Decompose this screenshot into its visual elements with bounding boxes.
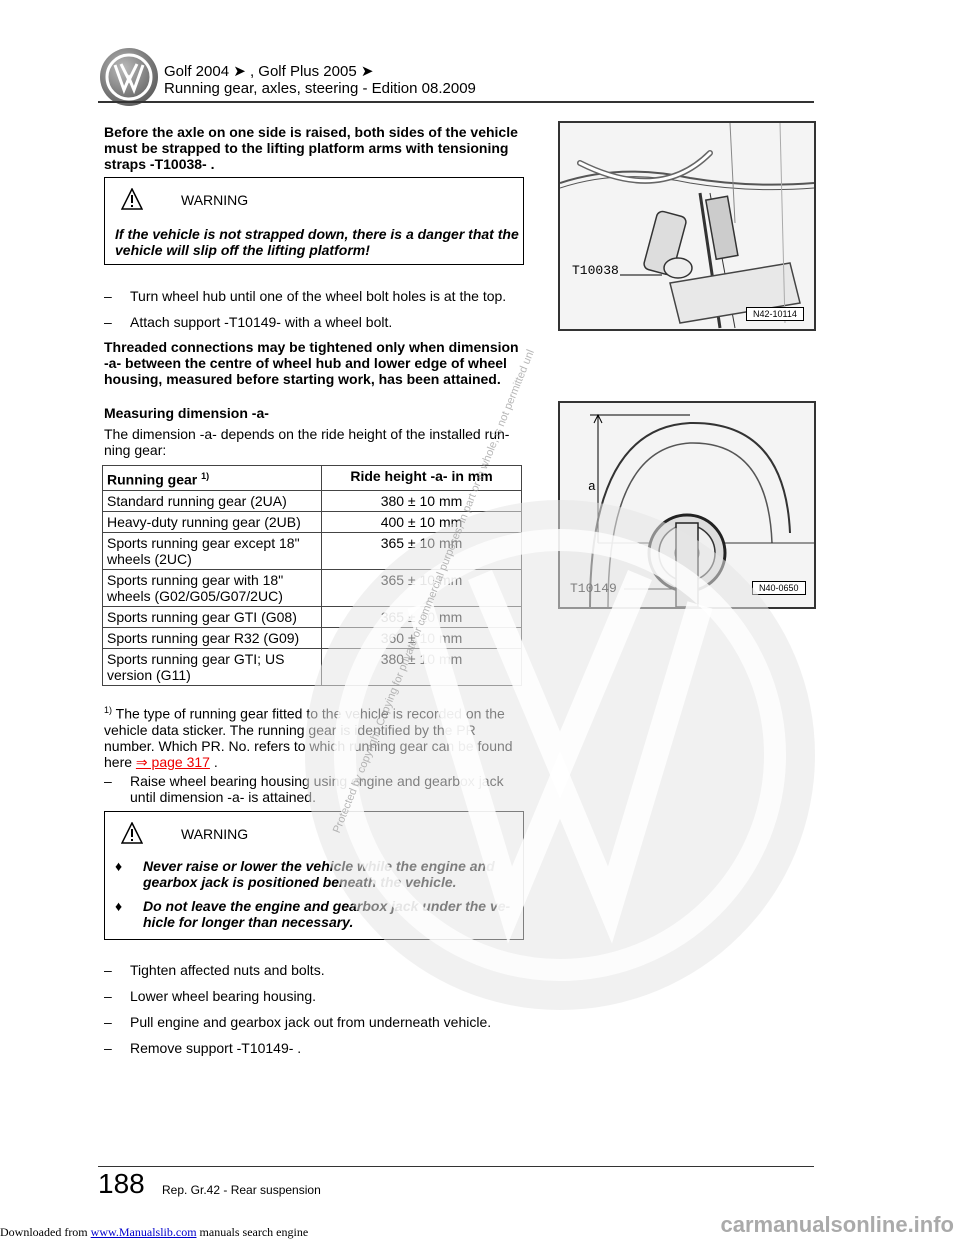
warning-box-1: WARNING If the vehicle is not strapped d… [104,177,524,265]
wheel-housing-illustration [560,403,814,608]
gear-cell: Sports running gear R32 (G09) [102,626,322,649]
step-pull-jack: –Pull engine and gearbox jack out from u… [104,1014,492,1030]
height-cell: 365 ± 10 mm [321,531,522,570]
height-cell: 400 ± 10 mm [321,510,522,533]
warning-box-2: WARNING ♦ Never raise or lower the vehic… [104,811,524,940]
warning-triangle-icon [121,822,143,844]
footer-divider [98,1166,814,1167]
diamond-bullet-icon: ♦ [115,898,123,914]
step-raise-housing: –Raise wheel bearing housing using engin… [104,773,504,805]
diamond-bullet-icon: ♦ [115,858,123,874]
page-number: 188 [98,1168,145,1199]
vw-logo [100,48,158,106]
table-row: Sports running gear R32 (G09)360 ± 10 mm [102,626,522,649]
table-row: Sports running gear GTI; US version (G11… [102,647,522,686]
gear-cell: Sports running gear GTI (G08) [102,605,322,628]
manualslib-link[interactable]: www.Manualslib.com [90,1225,197,1239]
warning-text: If the vehicle is not strapped down, the… [115,226,519,258]
warning-item: ♦ Do not leave the engine and gearbox ja… [115,898,511,930]
figure-id: N42-10114 [746,307,804,321]
download-note: Downloaded from www.Manualslib.com manua… [0,1225,309,1239]
figure-tensioning-strap: T10038 N42-10114 [558,121,816,331]
gear-cell: Standard running gear (2UA) [102,489,322,512]
footer-section: Rep. Gr.42 - Rear suspension [162,1183,321,1197]
gear-cell: Sports running gear GTI; US version (G11… [102,647,322,686]
figure-measuring-dimension: a T10149 N40-0650 [558,401,816,609]
header-divider [98,101,814,103]
table-row: Sports running gear with 18" wheels (G02… [102,568,522,607]
height-cell: 380 ± 10 mm [321,489,522,512]
measuring-heading: Measuring dimension -a- [104,405,269,421]
header-edition: Running gear, axles, steering - Edition … [164,80,476,97]
footnote-marker: 1) [104,705,113,715]
gear-cell: Heavy-duty running gear (2UB) [102,510,322,533]
site-watermark: carmanualsonline.info [720,1212,955,1237]
gear-cell: Sports running gear except 18" wheels (2… [102,531,322,570]
warning-item: ♦ Never raise or lower the vehicle while… [115,858,495,890]
col-ride-height: Ride height -a- in mm [321,465,522,491]
page-317-link[interactable]: ⇒ page 317 [135,753,210,770]
tool-label-t10038: T10038 [572,263,619,278]
footnote-ref: 1) [201,471,210,481]
threaded-note: Threaded connections may be tightened on… [104,339,519,387]
gear-cell: Sports running gear with 18" wheels (G02… [102,568,322,607]
strap-illustration [559,122,815,329]
warning-triangle-icon [121,188,143,210]
intro-text: Before the axle on one side is raised, b… [104,124,518,172]
table-row: Sports running gear GTI (G08)365 ± 10 mm [102,605,522,628]
step-remove-support: –Remove support -T10149- . [104,1040,302,1056]
step-lower: –Lower wheel bearing housing. [104,988,317,1004]
warning-title: WARNING [181,192,249,208]
height-cell: 380 ± 10 mm [321,647,522,686]
table-header-row: Running gear 1) Ride height -a- in mm [102,465,522,491]
footnote: 1) The type of running gear fitted to th… [104,705,513,770]
step-turn-hub: –Turn wheel hub until one of the wheel b… [104,288,507,304]
header-model: Golf 2004 ➤ , Golf Plus 2005 ➤ [164,63,374,80]
figure-id: N40-0650 [752,581,806,595]
dimension-label-a: a [588,479,596,494]
table-row: Standard running gear (2UA)380 ± 10 mm [102,489,522,512]
measuring-text: The dimension -a- depends on the ride he… [104,426,510,458]
warning-title: WARNING [181,826,249,842]
ride-height-table: Running gear 1) Ride height -a- in mm St… [102,465,522,686]
step-tighten: –Tighten affected nuts and bolts. [104,962,325,978]
step-attach-support: –Attach support -T10149- with a wheel bo… [104,314,393,330]
col-running-gear: Running gear 1) [102,465,322,491]
tool-label-t10149: T10149 [570,581,617,596]
